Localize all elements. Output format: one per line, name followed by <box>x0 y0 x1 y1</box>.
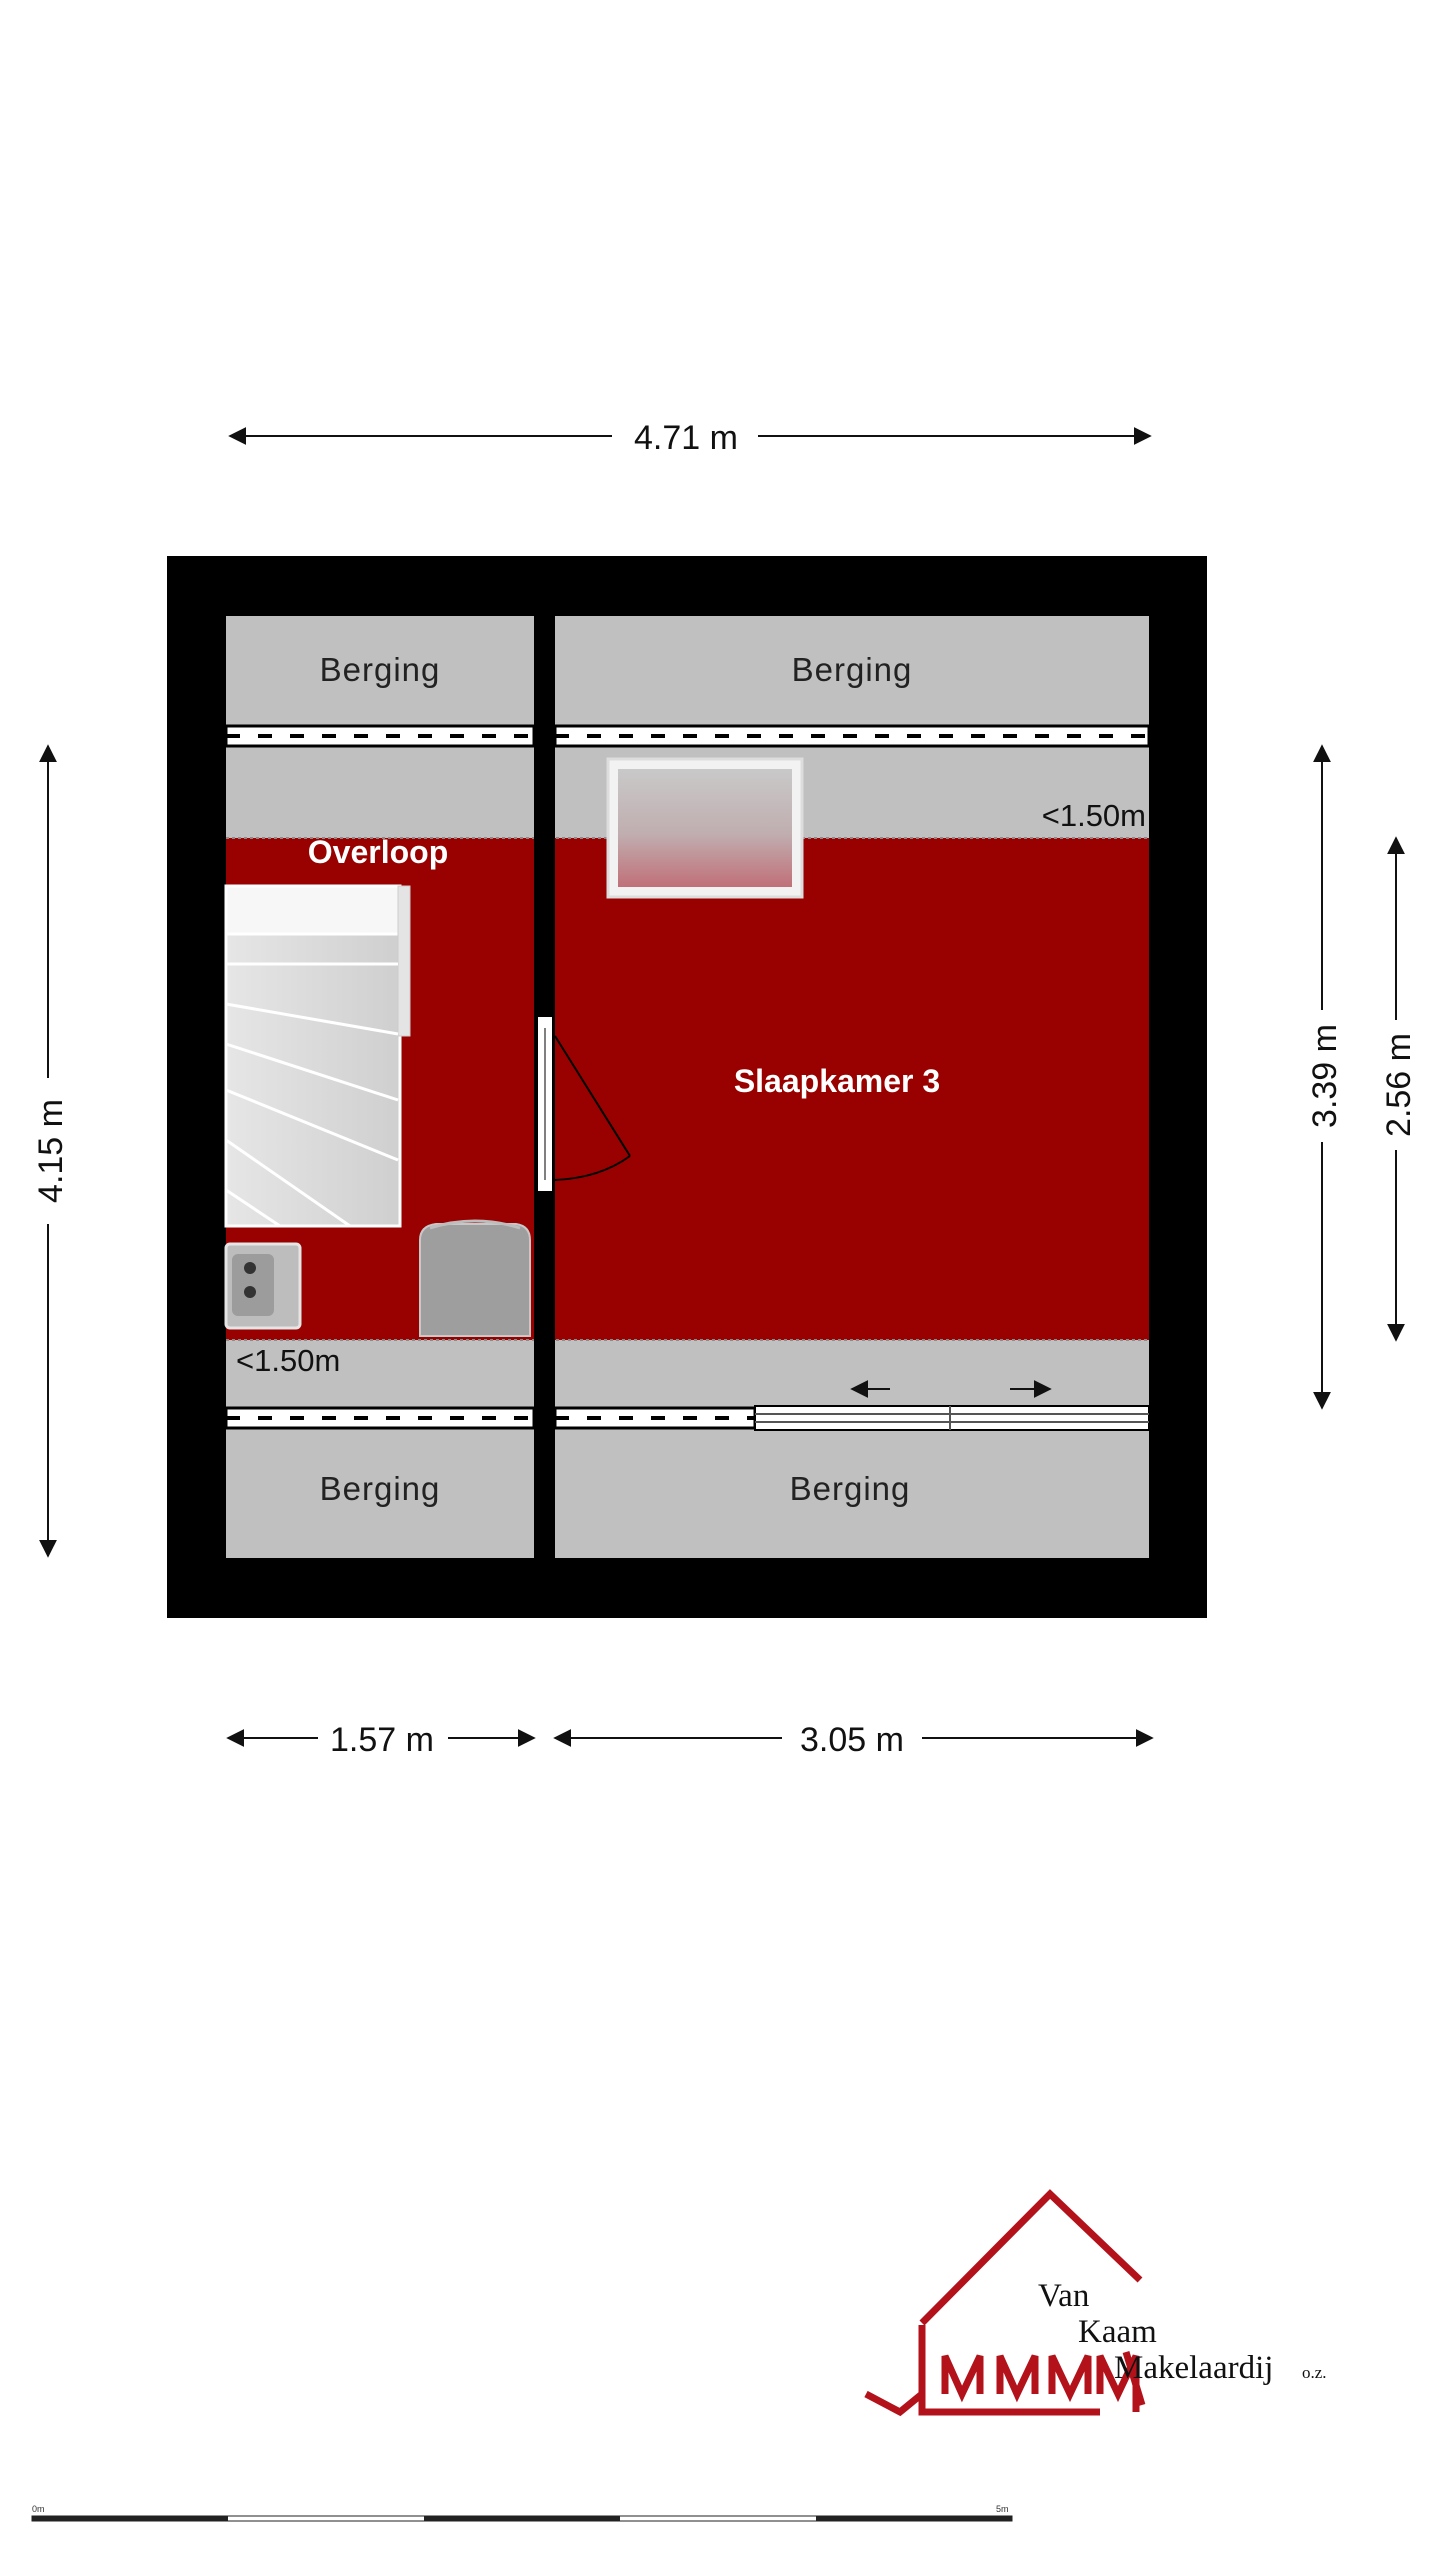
room-label-berging-top-left: Berging <box>320 651 441 688</box>
room-label-berging-bottom-right: Berging <box>790 1470 911 1507</box>
sliding-door <box>754 1380 1150 1431</box>
room-label-slaapkamer: Slaapkamer 3 <box>734 1063 940 1099</box>
dimension-bottom-left-label: 1.57 m <box>330 1721 434 1759</box>
dimension-right-height-inner-label: 2.56 m <box>1380 1033 1418 1137</box>
dimension-right-height-outer: 3.39 m <box>1306 744 1344 1410</box>
logo-text-line3: Makelaardij <box>1114 2350 1273 2386</box>
dimension-bottom-left: 1.57 m <box>226 1721 536 1759</box>
scale-bar-end-label: 5m <box>996 2504 1009 2514</box>
skylight-icon <box>606 757 804 899</box>
logo-text-line2: Kaam <box>1078 2314 1157 2350</box>
dimension-left-height: 4.15 m <box>32 744 70 1558</box>
knee-wall-top <box>224 724 1151 748</box>
scale-bar: 0m 5m <box>31 2504 1013 2522</box>
room-label-berging-top-right: Berging <box>792 651 913 688</box>
height-note-left: <1.50m <box>236 1343 340 1378</box>
dimension-bottom-right: 3.05 m <box>553 1721 1154 1759</box>
room-label-berging-bottom-left: Berging <box>320 1470 441 1507</box>
scale-bar-start-label: 0m <box>32 2504 45 2514</box>
knee-wall-bottom <box>224 1406 757 1430</box>
dimension-top-width-label: 4.71 m <box>634 419 738 457</box>
slaapkamer-floor <box>555 838 1149 1340</box>
dimension-bottom-right-label: 3.05 m <box>800 1721 904 1759</box>
appliance-icon <box>419 1219 531 1337</box>
dimension-right-height-inner: 2.56 m <box>1380 836 1418 1342</box>
height-note-right: <1.50m <box>1042 798 1146 833</box>
logo-text-line1: Van <box>1038 2278 1089 2314</box>
dimension-left-height-label: 4.15 m <box>32 1099 70 1203</box>
staircase-icon <box>224 884 411 1228</box>
dimension-top-width: 4.71 m <box>228 419 1152 457</box>
dimension-right-height-outer-label: 3.39 m <box>1306 1024 1344 1128</box>
company-logo: Van Kaam Makelaardij o.z. <box>864 2189 1327 2417</box>
room-label-overloop: Overloop <box>308 834 448 870</box>
bedroom-door-icon <box>536 1015 631 1193</box>
logo-text-suffix: o.z. <box>1302 2363 1327 2382</box>
boiler-icon <box>224 1242 302 1330</box>
logo-house-icon <box>864 2189 1146 2417</box>
